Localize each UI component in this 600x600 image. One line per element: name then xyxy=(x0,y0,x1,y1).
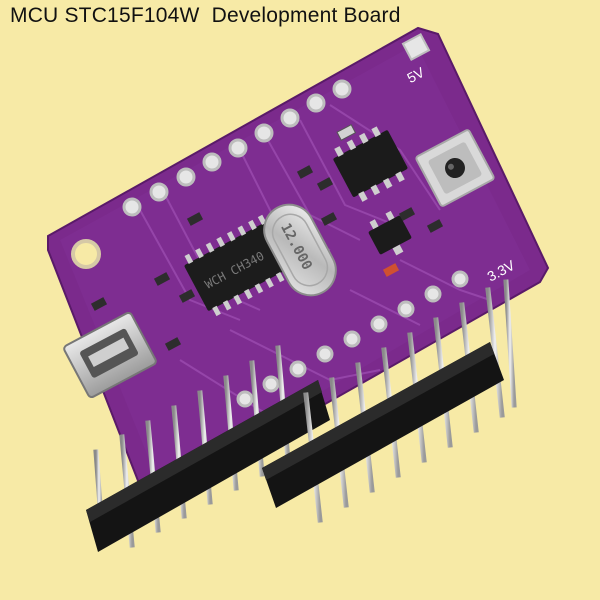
pin-header-front xyxy=(86,345,330,552)
smd-components xyxy=(90,124,444,351)
reset-button[interactable] xyxy=(415,129,495,207)
bottom-pin-holes xyxy=(236,270,469,408)
pin-header-back xyxy=(262,279,517,523)
image-caption: MCU STC15F104W Development Board xyxy=(10,4,401,27)
mounting-hole xyxy=(71,239,101,269)
top-pin-holes xyxy=(122,33,431,217)
crystal-oscillator: 12.000 xyxy=(263,203,337,297)
voltage-regulator xyxy=(368,210,412,256)
micro-usb-port[interactable] xyxy=(63,311,157,399)
mcu-chip xyxy=(333,126,408,202)
label-5v: 5V xyxy=(404,64,427,86)
usb-serial-chip: WCH CH340 xyxy=(184,214,295,317)
